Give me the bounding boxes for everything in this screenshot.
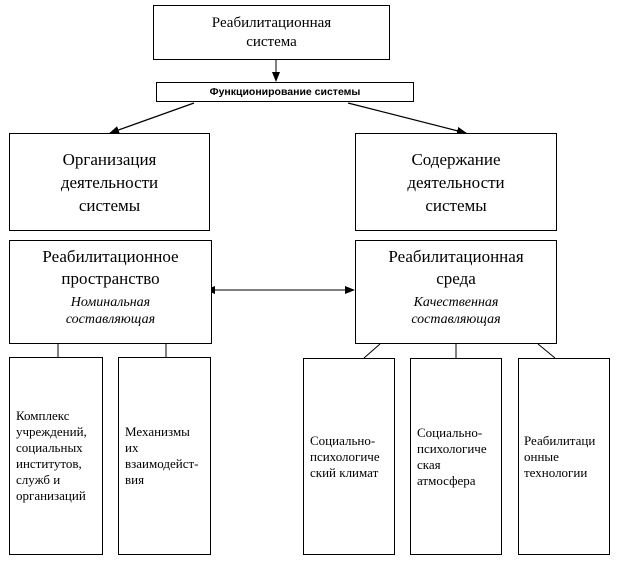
mechanisms-line-1: Механизмы	[125, 424, 190, 439]
climate-box: Социально- психологиче ский климат	[303, 358, 395, 555]
mechanisms-box: Механизмы их взаимодейст- вия	[118, 357, 211, 555]
technologies-line-3: технологии	[524, 464, 588, 480]
organization-box: Организация деятельности системы	[9, 133, 210, 231]
rehab-environment-subtitle-1: Качественная	[413, 295, 499, 310]
mechanisms-line-4: вия	[125, 472, 145, 487]
complex-line-2: учреждений,	[16, 424, 87, 439]
technologies-line-1: Реабилитаци	[524, 432, 596, 448]
complex-line-3: социальных	[16, 440, 83, 455]
complex-line-4: институтов,	[16, 456, 82, 471]
climate-line-1: Социально-	[310, 432, 376, 448]
mechanisms-line-2: их	[125, 440, 139, 455]
rehab-system-box: Реабилитационная система	[153, 5, 390, 60]
complex-line-6: организаций	[16, 488, 86, 503]
rehab-system-line-2: система	[246, 33, 297, 50]
rehab-environment-line-2: среда	[436, 269, 476, 288]
technologies-line-2: онные	[524, 448, 559, 464]
rehab-space-subtitle-2: составляющая	[65, 312, 156, 327]
arrow-to-organization	[109, 102, 195, 134]
complex-box: Комплекс учреждений, социальных институт…	[9, 357, 103, 555]
functioning-box: Функционирование системы	[156, 82, 414, 102]
organization-line-3: системы	[78, 195, 141, 215]
atmosphere-line-3: ская	[417, 456, 441, 472]
rehab-space-subtitle-1: Номинальная	[70, 295, 151, 310]
content-line-1: Содержание	[411, 149, 501, 169]
content-line-3: системы	[425, 195, 487, 215]
rehab-space-line-2: пространство	[61, 269, 160, 288]
atmosphere-line-4: атмосфера	[417, 472, 476, 488]
rehab-space-box: Реабилитационное пространство Номинальна…	[9, 240, 212, 344]
arrow-to-content	[347, 102, 467, 135]
climate-line-2: психологиче	[310, 448, 380, 464]
content-line-2: деятельности	[407, 172, 505, 192]
technologies-box: Реабилитаци онные технологии	[518, 358, 610, 555]
atmosphere-line-2: психологиче	[417, 440, 487, 456]
atmosphere-line-1: Социально-	[417, 424, 483, 440]
rehab-environment-line-1: Реабилитационная	[388, 247, 524, 266]
complex-line-1: Комплекс	[16, 408, 70, 423]
mechanisms-line-3: взаимодейст-	[125, 456, 199, 471]
rehab-environment-box: Реабилитационная среда Качественная сост…	[355, 240, 557, 344]
organization-line-2: деятельности	[60, 172, 159, 192]
content-box: Содержание деятельности системы	[355, 133, 557, 231]
line-env-to-climate	[363, 343, 381, 359]
complex-line-5: служб и	[16, 472, 61, 487]
functioning-label: Функционирование системы	[209, 86, 361, 98]
line-env-to-technologies	[537, 343, 556, 359]
climate-line-3: ский климат	[310, 464, 379, 480]
rehab-space-line-1: Реабилитационное	[42, 247, 179, 266]
atmosphere-box: Социально- психологиче ская атмосфера	[410, 358, 502, 555]
rehab-environment-subtitle-2: составляющая	[411, 312, 501, 327]
rehab-system-line-1: Реабилитационная	[211, 14, 332, 31]
organization-line-1: Организация	[62, 149, 157, 169]
